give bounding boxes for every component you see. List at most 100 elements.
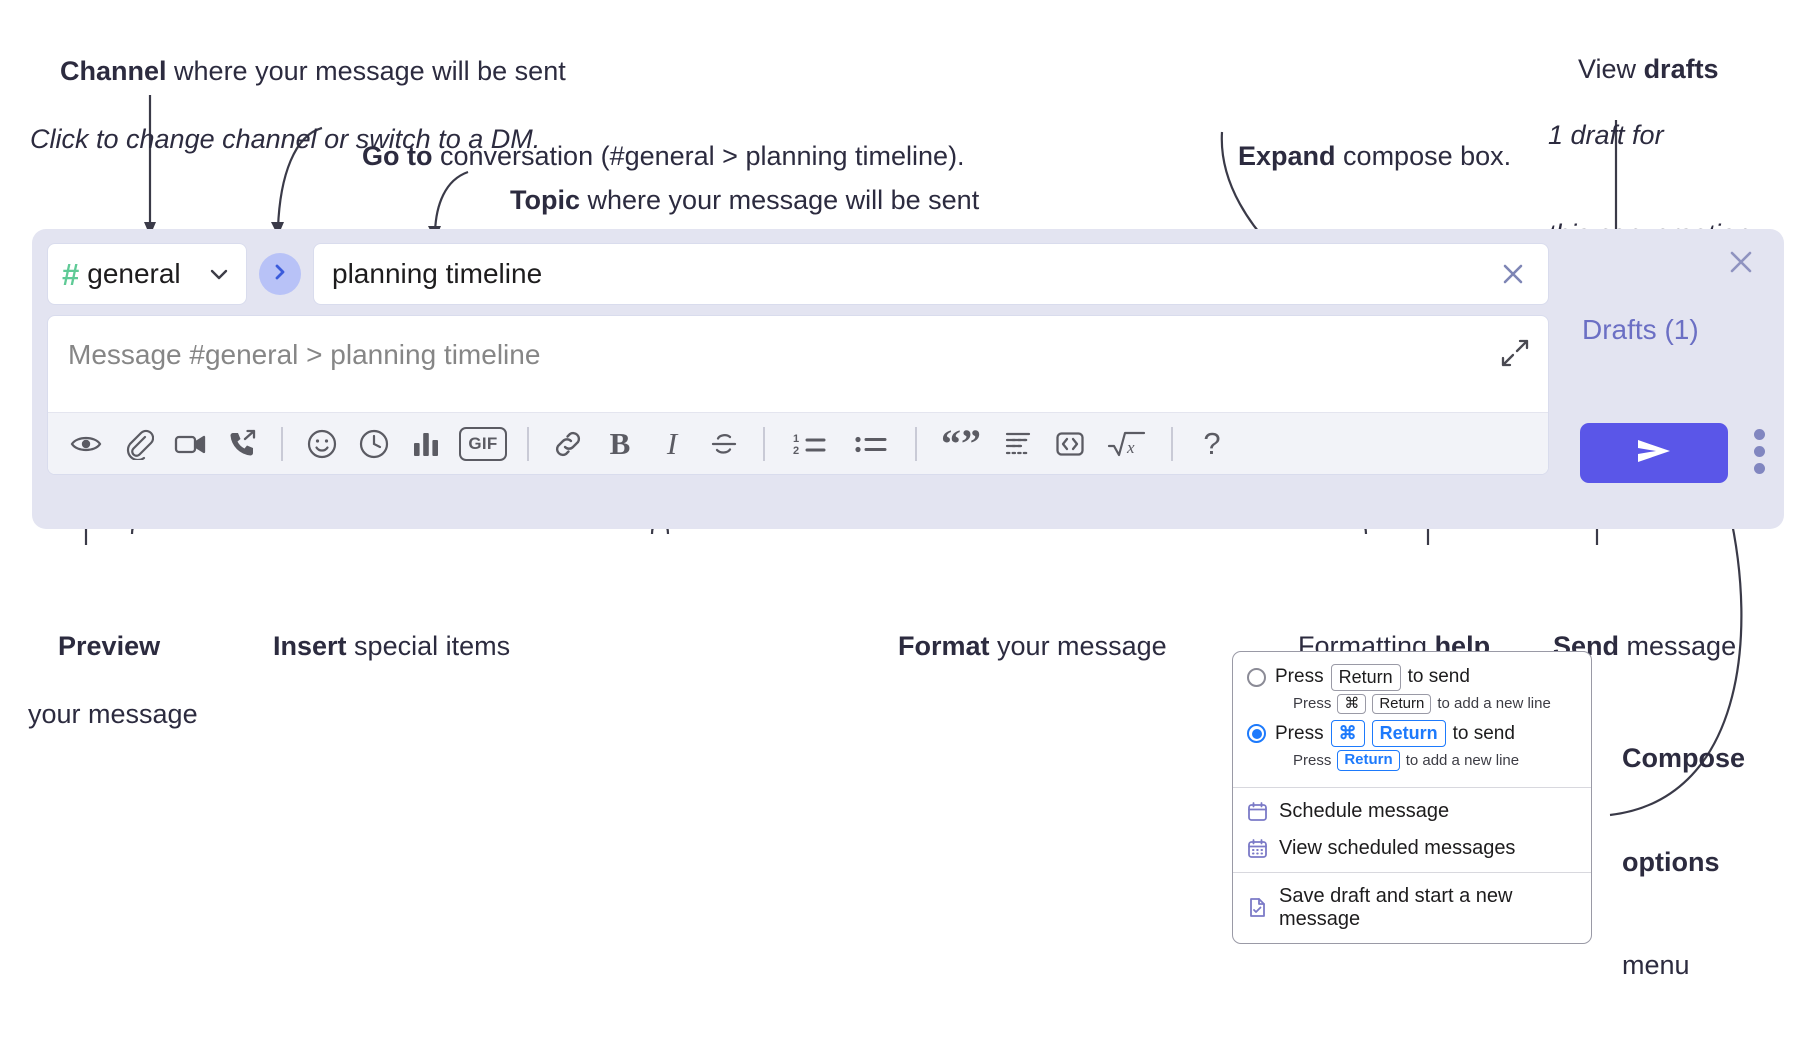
opt0-sub-pre: Press <box>1293 695 1332 713</box>
radio-cmd-return[interactable] <box>1247 724 1266 743</box>
call-icon[interactable] <box>216 420 268 468</box>
key-cmd: ⌘ <box>1337 693 1367 715</box>
annotation-expand: Expand compose box. <box>1208 105 1511 207</box>
bulleted-list-icon[interactable] <box>840 420 902 468</box>
annotation-insert: Insert special items <box>243 595 510 697</box>
formatting-help-button[interactable]: ? <box>1186 420 1238 468</box>
bold-label: B <box>609 425 631 461</box>
send-option-cmd-return[interactable]: Press ⌘ Return to send Press Return to a… <box>1247 720 1577 771</box>
send-icon <box>1632 434 1676 473</box>
annotation-channel-rest: where your message will be sent <box>166 56 566 87</box>
save-draft-icon <box>1247 897 1268 918</box>
opt0-main-pre: Press <box>1275 666 1324 688</box>
annotation-format-rest: your message <box>989 631 1167 662</box>
message-placeholder: Message #general > planning timeline <box>68 339 541 370</box>
separator-5 <box>1171 426 1173 461</box>
menu-divider-1 <box>1233 786 1591 788</box>
chevron-down-icon <box>206 261 232 287</box>
annotation-goto: Go to conversation (#general > planning … <box>332 105 965 207</box>
annotation-insert-bold: Insert <box>273 631 347 662</box>
menu-item-view-scheduled-messages[interactable]: View scheduled messages <box>1233 830 1591 867</box>
code-block-icon[interactable] <box>992 420 1044 468</box>
screenshot-root: Channel where your message will be sent … <box>0 0 1814 944</box>
annotation-format-bold: Format <box>898 631 990 662</box>
message-compose-box: Message #general > planning timeline <box>47 315 1549 475</box>
close-icon[interactable] <box>1724 245 1758 279</box>
annotation-drafts-pre: View <box>1578 53 1644 84</box>
menu-item-label: View scheduled messages <box>1279 836 1516 859</box>
compose-main: # general planning timeline <box>47 243 1549 475</box>
compose-panel: # general planning timeline <box>32 229 1784 529</box>
key-cmd-2: ⌘ <box>1330 720 1365 747</box>
opt1-sub-post: to add a new line <box>1405 751 1520 769</box>
annotation-format: Format your message <box>868 595 1167 697</box>
latex-icon[interactable]: x <box>1096 420 1158 468</box>
opt1-sub-pre: Press <box>1293 751 1332 769</box>
send-button[interactable] <box>1580 423 1728 483</box>
menu-group-schedule: Schedule message View scheduled messages <box>1233 788 1591 872</box>
gif-icon[interactable]: GIF <box>452 420 514 468</box>
blockquote-icon[interactable]: “” <box>930 420 992 468</box>
goto-conversation-button[interactable] <box>259 253 301 295</box>
kebab-dot-2 <box>1754 446 1765 457</box>
svg-text:2: 2 <box>793 445 799 457</box>
annotation-channel-bold: Channel <box>60 56 167 87</box>
code-icon[interactable] <box>1044 420 1096 468</box>
close-icon[interactable] <box>1494 255 1532 293</box>
menu-group-draft: Save draft and start a new message <box>1233 873 1591 943</box>
preview-icon[interactable] <box>60 420 112 468</box>
kebab-menu-icon[interactable] <box>1754 429 1765 474</box>
key-return-3: Return <box>1371 720 1446 747</box>
annotation-channel-line2: Click to change channel or switch to a D… <box>30 124 541 155</box>
blockquote-label: “” <box>941 420 981 466</box>
calendar-grid-icon <box>1247 838 1268 859</box>
annotation-compose-line3: menu <box>1622 950 1690 981</box>
annotation-goto-rest: conversation (#general > planning timeli… <box>432 141 965 172</box>
poll-icon[interactable] <box>400 420 452 468</box>
send-options-section: Press Return to send Press ⌘ Return to a… <box>1233 652 1591 787</box>
annotation-send: Send message <box>1523 595 1736 697</box>
channel-selector[interactable]: # general <box>47 243 247 305</box>
menu-item-schedule-message[interactable]: Schedule message <box>1233 793 1591 830</box>
send-option-return-main: Press Return to send <box>1275 664 1470 691</box>
opt1-main-post: to send <box>1452 722 1515 744</box>
key-return: Return <box>1330 664 1401 691</box>
expand-icon[interactable] <box>1500 338 1530 368</box>
drafts-link[interactable]: Drafts (1) <box>1582 314 1699 345</box>
send-option-return-sub: Press ⌘ Return to add a new line <box>1293 693 1577 715</box>
radio-return[interactable] <box>1247 667 1266 687</box>
bold-button[interactable]: B <box>594 420 646 468</box>
annotation-preview-line2: your message <box>28 699 198 730</box>
link-icon[interactable] <box>542 420 594 468</box>
annotation-preview-bold: Preview <box>58 631 161 662</box>
ordered-list-icon[interactable]: 1 2 <box>778 420 840 468</box>
annotation-compose-line2: options <box>1622 846 1720 877</box>
opt0-main-post: to send <box>1407 666 1470 688</box>
separator-4 <box>915 426 917 461</box>
menu-item-save-draft[interactable]: Save draft and start a new message <box>1233 878 1591 938</box>
annotation-topic-rest: where your message will be sent <box>580 185 980 216</box>
annotation-insert-rest: special items <box>346 631 511 662</box>
separator-2 <box>527 426 529 461</box>
annotation-send-rest: message <box>1619 631 1737 662</box>
video-icon[interactable] <box>164 420 216 468</box>
message-input[interactable]: Message #general > planning timeline <box>48 316 1548 412</box>
annotation-drafts-bold: drafts <box>1643 53 1719 84</box>
emoji-icon[interactable] <box>296 420 348 468</box>
topic-input[interactable]: planning timeline <box>313 243 1549 305</box>
attachment-icon[interactable] <box>112 420 164 468</box>
italic-button[interactable]: I <box>646 420 698 468</box>
strikethrough-icon[interactable] <box>698 420 750 468</box>
kebab-dot-3 <box>1754 463 1765 474</box>
italic-label: I <box>666 425 678 461</box>
key-return-2: Return <box>1372 693 1432 715</box>
kebab-dot-1 <box>1754 429 1765 440</box>
opt0-sub-post: to add a new line <box>1437 695 1551 713</box>
send-option-return[interactable]: Press Return to send Press ⌘ Return to a… <box>1247 664 1577 715</box>
opt1-main-pre: Press <box>1275 722 1324 744</box>
annotation-topic-bold: Topic <box>510 185 581 216</box>
help-label: ? <box>1203 425 1221 461</box>
menu-divider-2 <box>1233 871 1591 873</box>
gif-label: GIF <box>459 426 507 461</box>
reminder-icon[interactable] <box>348 420 400 468</box>
